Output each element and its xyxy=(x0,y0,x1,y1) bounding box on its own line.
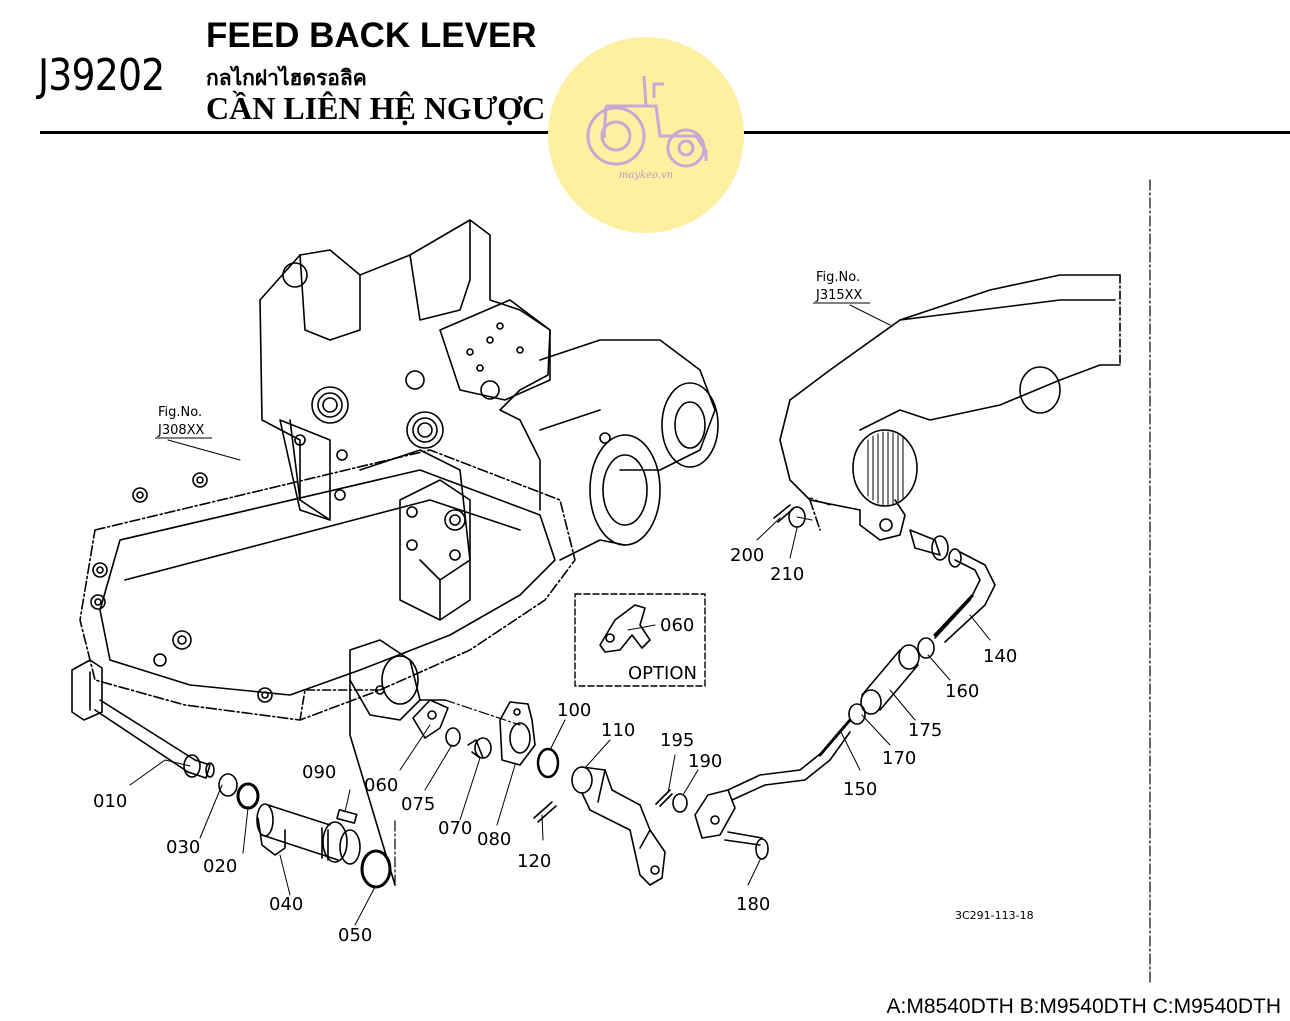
hydraulic-housing xyxy=(79,219,719,886)
part-195-cotter xyxy=(655,789,673,807)
callout-040: 040 xyxy=(269,894,303,915)
part-090-key xyxy=(336,809,358,824)
part-150-rod xyxy=(694,718,852,839)
callout-010: 010 xyxy=(93,791,127,812)
figure-ref-number: J308XX xyxy=(157,423,205,438)
callout-120: 120 xyxy=(517,851,551,872)
part-190-washer xyxy=(672,793,688,813)
figure-ref-label: Fig.No. xyxy=(158,405,202,420)
callout-190: 190 xyxy=(688,751,722,772)
part-010-shaft xyxy=(71,659,215,779)
lift-arm xyxy=(779,274,1121,561)
part-110-lever xyxy=(571,766,666,886)
model-applicability: A:M8540DTH B:M9540DTH C:M9540DTH xyxy=(886,995,1281,1018)
part-180-pin xyxy=(724,831,769,860)
callout-060: 060 xyxy=(364,775,398,796)
callout-020: 020 xyxy=(203,856,237,877)
watermark-logo: maykeo.vn xyxy=(548,37,744,233)
option-box xyxy=(574,593,706,687)
callout-080: 080 xyxy=(477,829,511,850)
leader-lines xyxy=(129,304,991,926)
figure-ref-j315xx: Fig.No. J315XX xyxy=(813,270,870,304)
drawing-number: 3C291-113-18 xyxy=(955,909,1034,922)
callout-050: 050 xyxy=(338,925,372,946)
callout-100: 100 xyxy=(557,700,591,721)
watermark-circle xyxy=(548,37,744,233)
callout-070: 070 xyxy=(438,818,472,839)
part-170-nut xyxy=(848,703,866,725)
part-080-plate xyxy=(499,701,536,766)
part-175-sleeve xyxy=(860,644,920,715)
figure-ref-label: Fig.No. xyxy=(816,270,860,285)
part-020-o-ring xyxy=(236,782,260,810)
figure-ref-number: J315XX xyxy=(815,288,863,303)
part-070-bolt xyxy=(467,737,492,759)
part-210-washer xyxy=(788,506,806,528)
figure-ref-j308xx: Fig.No. J308XX xyxy=(155,405,212,439)
part-075-washer xyxy=(445,727,461,747)
part-030-clip xyxy=(218,773,238,797)
callout-160: 160 xyxy=(945,681,979,702)
callout-075: 075 xyxy=(401,794,435,815)
callout-195: 195 xyxy=(660,730,694,751)
callout-180: 180 xyxy=(736,894,770,915)
watermark-text: maykeo.vn xyxy=(619,170,673,181)
callout-090: 090 xyxy=(302,762,336,783)
callout-200: 200 xyxy=(730,545,764,566)
page-title-thai: กลไกฝาไฮดรอลิค xyxy=(206,66,367,90)
part-040-sleeve xyxy=(256,803,361,865)
part-120-pin xyxy=(533,801,557,823)
center-lines xyxy=(394,179,1151,986)
callout-175: 175 xyxy=(908,720,942,741)
page-code: J39202 xyxy=(38,50,165,101)
part-100-washer xyxy=(536,747,560,779)
callout-110: 110 xyxy=(601,720,635,741)
callout-060-option: 060 xyxy=(660,615,694,636)
callout-030: 030 xyxy=(166,837,200,858)
option-label: OPTION xyxy=(628,663,697,684)
part-140-rod xyxy=(933,548,996,643)
page-title-vietnamese: CẦN LIÊN HỆ NGƯỢC xyxy=(206,90,546,126)
part-160-nut xyxy=(917,637,935,659)
callout-170: 170 xyxy=(882,748,916,769)
part-060-plate xyxy=(412,699,449,739)
callout-140: 140 xyxy=(983,646,1017,667)
tractor-icon xyxy=(586,75,708,168)
callout-150: 150 xyxy=(843,779,877,800)
page-title: FEED BACK LEVER xyxy=(206,16,537,55)
callout-210: 210 xyxy=(770,564,804,585)
part-050-o-ring xyxy=(360,849,392,889)
